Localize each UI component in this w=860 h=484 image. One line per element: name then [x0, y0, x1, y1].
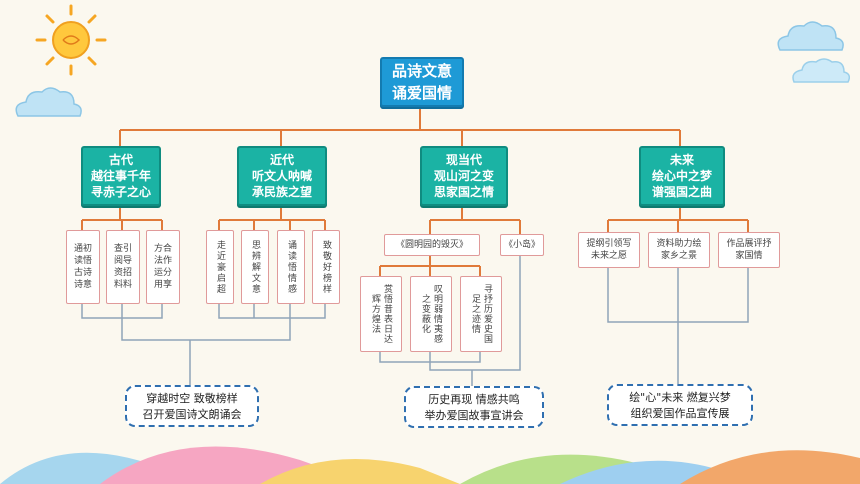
rainbow-hills-decoration	[0, 446, 860, 484]
summary-contemporary-line-2: 举办爱国故事宣讲会	[424, 409, 524, 422]
category-future-line-1: 绘心中之梦	[651, 169, 712, 183]
summary-future-line-1: 绘"心"未来 燃复兴梦	[629, 391, 731, 404]
category-ancient-title: 古代	[108, 153, 133, 167]
leaf-text: 提纲引领写未来之愿	[586, 239, 632, 261]
category-contemporary: 现当代 观山河之变 思家国之情	[420, 146, 508, 206]
leaf-contemporary-2: 叹明弱情夷感之变蔽化	[410, 276, 452, 352]
leaf-contemporary-1: 赏悟昔表日达辉方煌法	[360, 276, 402, 352]
category-contemporary-title: 现当代	[445, 153, 482, 167]
summary-ancient: 穿越时空 致敬榜样 召开爱国诗文朗诵会	[125, 385, 259, 427]
summary-contemporary: 历史再现 情感共鸣 举办爱国故事宣讲会	[404, 386, 544, 428]
summary-ancient-line-2: 召开爱国诗文朗诵会	[142, 408, 242, 421]
leaf-modern-4: 致敬好榜样	[312, 230, 340, 304]
subnode-xiaodao: 《小岛》	[500, 234, 544, 256]
category-future: 未来 绘心中之梦 谱强国之曲	[639, 146, 725, 206]
category-ancient-line-1: 越往事千年	[90, 169, 151, 183]
leaf-ancient-1: 通初读悟古诗诗意	[66, 230, 100, 304]
leaf-text: 通初读悟古诗诗意	[73, 244, 92, 290]
subnode-text: 《小岛》	[503, 240, 540, 250]
leaf-contemporary-3: 寻抒历爱史国足之迹情	[460, 276, 502, 352]
category-contemporary-line-2: 思家国之情	[433, 185, 494, 199]
root-node: 品诗文意 诵爱国情	[380, 57, 464, 107]
leaf-text: 叹明弱情夷感之变蔽化	[420, 284, 442, 344]
root-line-1: 品诗文意	[391, 62, 452, 80]
leaf-text: 致敬好榜样	[321, 239, 331, 295]
leaf-text: 查引阅导资招料料	[113, 244, 132, 290]
leaf-modern-3: 诵读悟情感	[277, 230, 305, 304]
summary-future-line-2: 组织爱国作品宣传展	[630, 407, 730, 420]
leaf-future-2: 资料助力绘家乡之景	[648, 232, 710, 268]
category-future-line-2: 谱强国之曲	[651, 185, 712, 199]
leaf-text: 作品展评抒家国情	[726, 239, 772, 261]
leaf-text: 寻抒历爱史国足之迹情	[470, 284, 492, 344]
leaf-modern-2: 思辨解文意	[241, 230, 269, 304]
leaf-text: 走近豪启超	[215, 239, 225, 295]
summary-ancient-line-1: 穿越时空 致敬榜样	[146, 392, 238, 405]
leaf-modern-1: 走近豪启超	[206, 230, 234, 304]
category-modern-line-1: 听文人呐喊	[251, 169, 312, 183]
category-modern-title: 近代	[269, 153, 294, 167]
cloud-icon	[777, 21, 844, 51]
category-modern-line-2: 承民族之望	[251, 185, 312, 199]
summary-contemporary-line-1: 历史再现 情感共鸣	[428, 393, 520, 406]
leaf-future-1: 提纲引领写未来之愿	[578, 232, 640, 268]
category-modern: 近代 听文人呐喊 承民族之望	[237, 146, 327, 206]
leaf-text: 诵读悟情感	[286, 239, 296, 295]
root-line-2: 诵爱国情	[391, 84, 452, 102]
leaf-text: 思辨解文意	[250, 239, 260, 295]
summary-future: 绘"心"未来 燃复兴梦 组织爱国作品宣传展	[607, 384, 753, 426]
category-ancient-line-2: 寻赤子之心	[90, 185, 151, 199]
sun-icon	[35, 4, 107, 76]
category-contemporary-line-1: 观山河之变	[433, 169, 494, 183]
leaf-ancient-3: 方合法作运分用享	[146, 230, 180, 304]
cloud-icon	[792, 58, 851, 83]
cloud-icon	[15, 87, 82, 117]
category-ancient: 古代 越往事千年 寻赤子之心	[81, 146, 161, 206]
leaf-text: 方合法作运分用享	[153, 244, 172, 290]
category-future-title: 未来	[669, 153, 694, 167]
leaf-text: 赏悟昔表日达辉方煌法	[370, 284, 392, 344]
subnode-yuanmingyuan: 《圆明园的毁灭》	[384, 234, 480, 256]
subnode-text: 《圆明园的毁灭》	[395, 240, 468, 250]
leaf-ancient-2: 查引阅导资招料料	[106, 230, 140, 304]
leaf-future-3: 作品展评抒家国情	[718, 232, 780, 268]
leaf-text: 资料助力绘家乡之景	[656, 239, 702, 261]
